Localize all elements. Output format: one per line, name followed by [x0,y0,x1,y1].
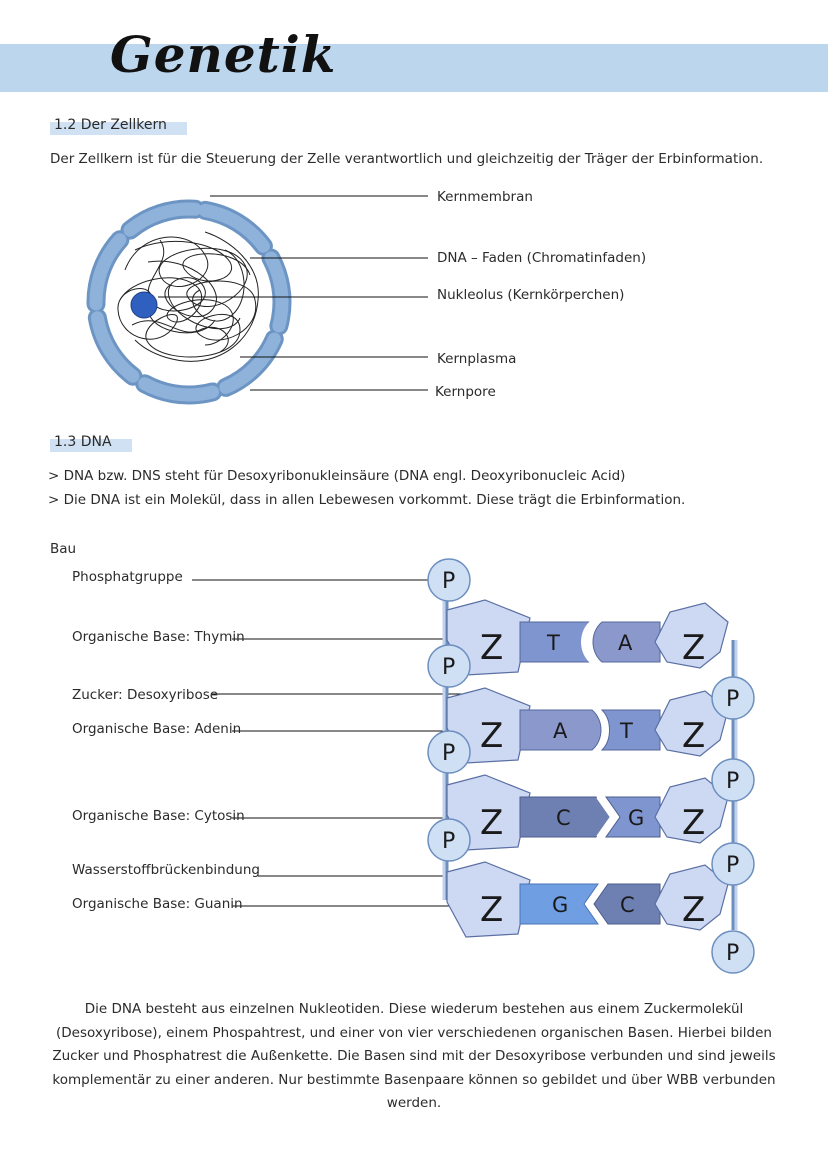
base-right-2 [600,709,661,751]
base-label-left-3: C [556,806,571,830]
label-phosphate: Phosphatgruppe [72,569,183,585]
nucleus-diagram [86,195,428,405]
phosphates-right: P P P P [711,676,755,974]
phosphates-left: P P P P [427,558,471,862]
base-pair-row-3: Z C G Z [446,774,729,851]
base-label-right-3: G [628,806,644,830]
base-label-right-1: A [618,631,633,655]
label-hydrogen-bond: Wasserstoffbrückenbindung [72,862,260,878]
base-right-4 [593,883,661,925]
dna-definition-line-1: > DNA bzw. DNS steht für Desoxyribonukle… [48,468,626,484]
phosphate-label: P [726,687,739,712]
sugar-right-4 [654,864,729,931]
sugar-label: Z [480,890,503,930]
nuclear-membrane [86,199,292,405]
label-base-cytosine: Organische Base: Cytosin [72,808,245,824]
label-nuclear-pore: Kernpore [435,384,496,400]
base-pair-row-4: Z G C Z [446,861,729,938]
phosphate-label: P [442,741,455,766]
base-right-1 [592,621,661,663]
sugar-label: Z [682,890,705,930]
title-band [0,44,828,92]
dna-definition-line-2: > Die DNA ist ein Molekül, dass in allen… [48,492,686,508]
phosphate-circle [711,930,755,974]
sugar-label: Z [682,716,705,756]
phosphate-label: P [442,655,455,680]
section-heading-dna: 1.3 DNA [50,432,132,452]
section-heading-nucleus: 1.2 Der Zellkern [50,115,187,135]
nucleus-intro: Der Zellkern ist für die Steuerung der Z… [50,151,764,167]
sugar-label: Z [480,803,503,843]
base-left-4 [519,883,599,925]
base-left-2 [519,709,602,751]
base-label-left-4: G [552,893,568,917]
sugar-label: Z [682,628,705,668]
sugar-right-3 [654,777,729,844]
chromatin-thread [117,231,259,362]
sugar-label: Z [480,716,503,756]
label-base-thymine: Organische Base: Thymin [72,629,245,645]
label-nucleolus: Nukleolus (Kernkörperchen) [437,287,625,303]
phosphate-label: P [442,829,455,854]
dna-structure-heading: Bau [50,541,77,557]
phosphate-circle [427,644,471,688]
phosphate-label: P [726,941,739,966]
base-pair-row-1: Z T A Z [446,599,729,676]
phosphate-label: P [442,569,455,594]
phosphate-circle [711,842,755,886]
phosphate-circle [427,558,471,602]
base-label-right-4: C [620,893,635,917]
sugar-left-4 [446,861,531,938]
sugar-right-2 [654,690,729,757]
base-right-3 [605,796,661,838]
base-label-left-1: T [546,631,560,655]
label-base-adenine: Organische Base: Adenin [72,721,242,737]
nucleolus [130,291,158,319]
label-base-guanine: Organische Base: Guanin [72,896,243,912]
sugar-right-1 [654,602,729,669]
phosphate-circle [711,758,755,802]
phosphate-circle [711,676,755,720]
sugar-label: Z [480,628,503,668]
dna-summary-paragraph: Die DNA besteht aus einzelnen Nukleotide… [52,1001,776,1111]
label-nuclear-plasma: Kernplasma [437,351,517,367]
phosphate-label: P [726,853,739,878]
label-nuclear-membrane: Kernmembran [437,189,533,205]
dna-diagram: Z T A Z Z A T Z Z C G Z [427,558,755,974]
phosphate-circle [427,730,471,774]
nuclear-membrane-fill [89,202,289,402]
phosphate-label: P [726,769,739,794]
page-title: Genetik [110,25,337,84]
base-label-left-2: A [553,719,568,743]
label-dna-thread: DNA – Faden (Chromatinfaden) [437,250,647,266]
label-sugar: Zucker: Desoxyribose [72,687,219,703]
base-pair-row-2: Z A T Z [446,687,729,764]
sugar-label: Z [682,803,705,843]
base-label-right-2: T [619,719,633,743]
phosphate-circle [427,818,471,862]
